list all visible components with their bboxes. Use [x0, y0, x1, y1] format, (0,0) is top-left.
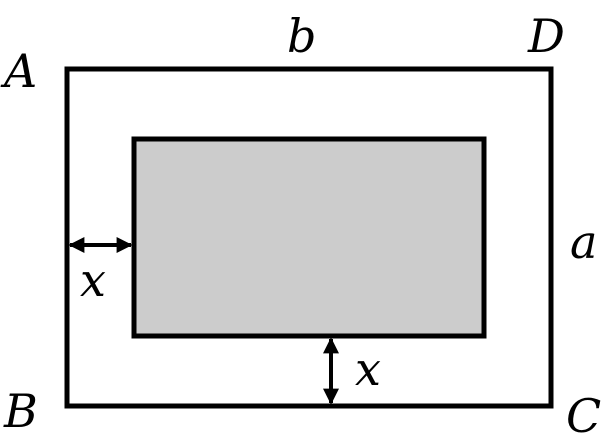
label-x-bottom: x — [355, 342, 381, 396]
label-C: C — [566, 389, 601, 441]
outer-rectangle — [64, 66, 554, 409]
label-D: D — [527, 9, 565, 63]
inner-rectangle — [131, 136, 487, 339]
label-B: B — [3, 384, 38, 438]
label-a: a — [570, 215, 597, 269]
label-b: b — [287, 9, 316, 63]
label-x-left: x — [80, 253, 106, 307]
label-A: A — [0, 44, 37, 98]
